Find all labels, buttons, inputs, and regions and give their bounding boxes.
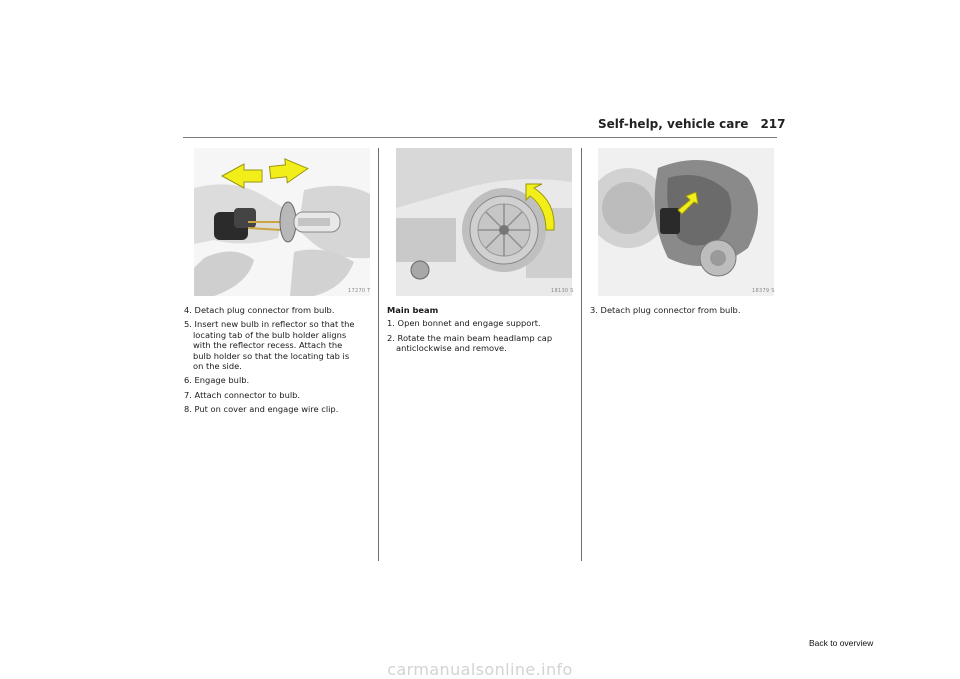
column-divider (378, 148, 379, 561)
bulb-replacement-illustration (194, 148, 370, 296)
step-item: 3. Detach plug connector from bulb. (590, 305, 741, 315)
middle-column-text: Main beam 1. Open bonnet and engage supp… (387, 305, 565, 358)
image-code: 18379 S (752, 288, 775, 294)
step-item: 6. Engage bulb. (184, 375, 250, 386)
image-code: 17270 T (348, 288, 371, 294)
section-title: Self-help, vehicle care (598, 117, 749, 131)
back-to-overview-link[interactable]: Back to overview (809, 638, 874, 648)
page-number: 217 (760, 117, 786, 131)
headlamp-cap-illustration (396, 148, 572, 296)
step-item: 1. Open bonnet and engage support. (387, 318, 541, 329)
plug-connector-photo (598, 148, 774, 296)
step-item: 7. Attach connector to bulb. (184, 389, 301, 400)
image-code: 18130 S (551, 288, 574, 294)
column-divider (581, 148, 582, 561)
step-item: 4. Detach plug connector from bulb. (184, 305, 335, 315)
section-heading: Main beam (387, 305, 439, 315)
headlamp-cap-photo (396, 148, 572, 296)
step-item: 5. Insert new bulb in reflector so that … (184, 319, 355, 372)
watermark: carmanualsonline.info (387, 660, 573, 679)
bulb-replacement-photo (194, 148, 370, 296)
step-item: 2. Rotate the main beam headlamp cap ant… (387, 332, 553, 354)
page-header: Self-help, vehicle care 217 (598, 117, 786, 131)
header-rule (183, 137, 777, 138)
plug-connector-illustration (598, 148, 774, 296)
step-item: 8. Put on cover and engage wire clip. (184, 404, 339, 415)
left-column-text: 4. Detach plug connector from bulb. 5. I… (184, 305, 362, 419)
right-column-text: 3. Detach plug connector from bulb. (590, 305, 768, 319)
